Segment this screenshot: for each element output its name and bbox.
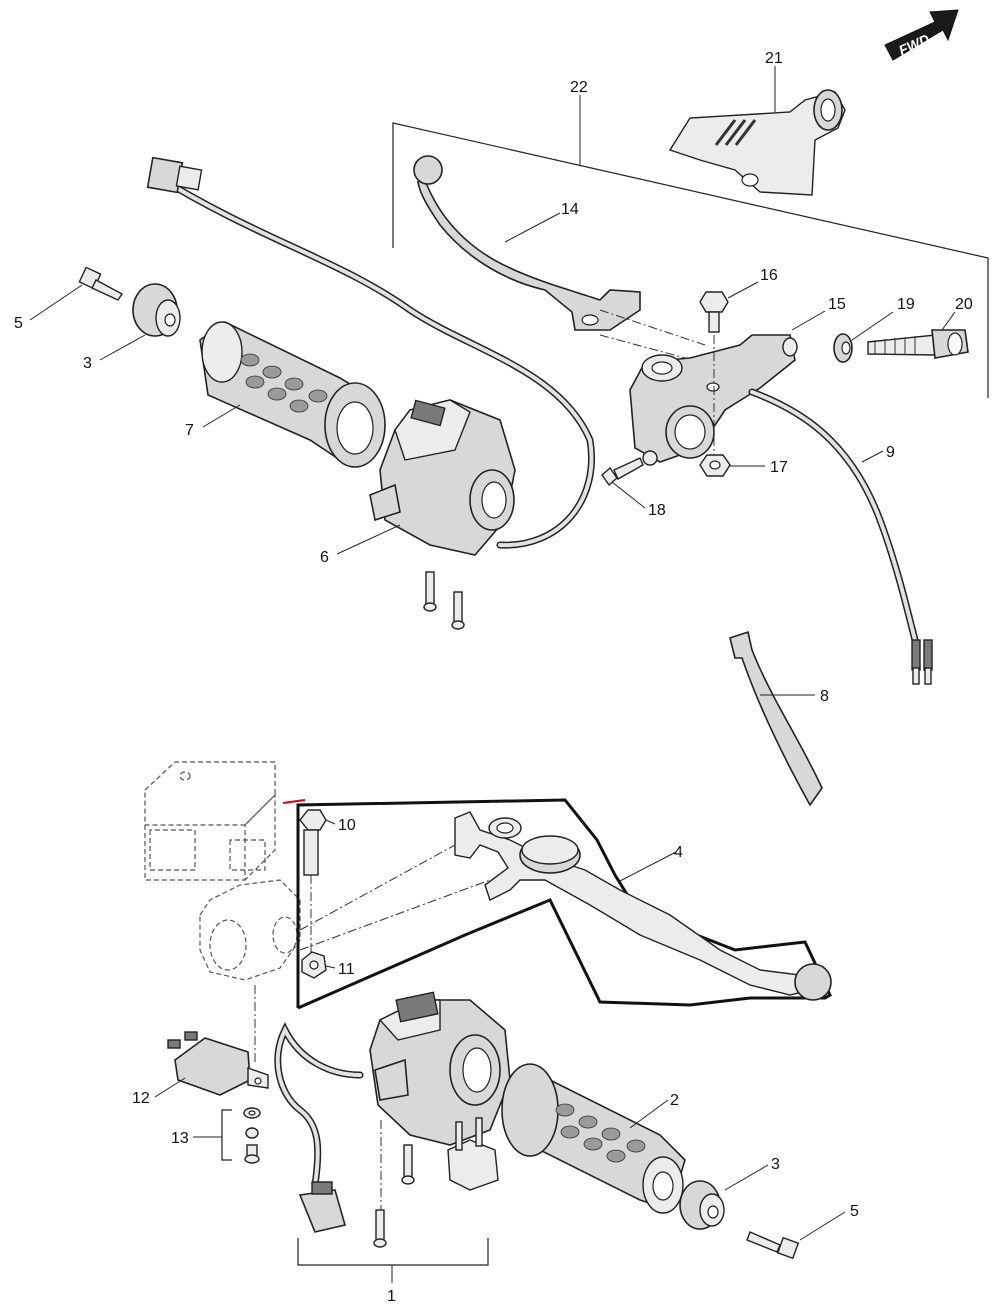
- callout-5-bottom: 5: [850, 1203, 859, 1220]
- callout-13: 13: [171, 1130, 189, 1147]
- part-21-lever-boot: [668, 66, 846, 196]
- callout-10: 10: [338, 817, 356, 834]
- callout-16: 16: [760, 267, 778, 284]
- callout-5-top: 5: [14, 315, 23, 332]
- part-19-lock-nut: [833, 311, 894, 363]
- callout-20: 20: [955, 296, 973, 313]
- part-3-bar-end-weight-top: [99, 283, 181, 361]
- part-15-lever-holder: [629, 310, 826, 466]
- part-5-bar-end-screw-bottom: [746, 1211, 846, 1260]
- part-8-cable-band: [729, 630, 823, 807]
- callout-7: 7: [185, 422, 194, 439]
- callout-6: 6: [320, 549, 329, 566]
- callout-2: 2: [670, 1092, 679, 1109]
- fwd-arrow-badge: FWD: [884, 9, 959, 61]
- callout-22: 22: [570, 79, 588, 96]
- part-2-throttle-grip: [501, 1063, 686, 1214]
- part-6-left-handlebar-switch: [146, 156, 595, 630]
- part-16-bolt: [699, 281, 759, 455]
- part-18-screw: [601, 457, 646, 509]
- callout-11: 11: [338, 961, 355, 978]
- master-cylinder-reference-dashed: [144, 761, 301, 981]
- callout-15: 15: [828, 296, 846, 313]
- callout-17: 17: [770, 459, 788, 476]
- part-10-pivot-bolt: [299, 809, 336, 960]
- part-7-handlebar-grip: [199, 321, 386, 468]
- part-12-brake-light-switch: [154, 985, 269, 1098]
- part-3-bar-end-weight-bottom: [679, 1164, 769, 1230]
- part-1-right-handlebar-switch: [274, 991, 511, 1283]
- callout-18: 18: [648, 502, 666, 519]
- callout-3-bottom: 3: [771, 1156, 780, 1173]
- callout-21: 21: [765, 50, 783, 67]
- red-marker: [282, 799, 306, 804]
- part-9-clutch-switch-cable: [748, 388, 933, 685]
- part-13-switch-mounting-hardware: [193, 1107, 261, 1164]
- callout-1: 1: [387, 1288, 396, 1305]
- part-17-nut: [699, 454, 765, 477]
- callout-3-top: 3: [83, 355, 92, 372]
- part-11-pivot-nut: [301, 951, 336, 979]
- part-14-lever: [413, 155, 706, 363]
- callout-4: 4: [674, 844, 683, 861]
- callout-12: 12: [132, 1090, 150, 1107]
- callout-9: 9: [886, 444, 895, 461]
- callout-19: 19: [897, 296, 915, 313]
- part-4-front-brake-lever: [296, 798, 832, 1010]
- part-5-bar-end-screw-top: [29, 266, 124, 321]
- callout-8: 8: [820, 688, 829, 705]
- fwd-label: FWD: [896, 31, 932, 59]
- callout-14: 14: [561, 201, 579, 218]
- part-20-adjuster-bolt: [867, 311, 969, 359]
- callout-labels: 21 22 14 16 15 19 20 5 3 7 9 17 18 6 8 1…: [14, 50, 973, 1305]
- assembly-22-frame: [392, 95, 989, 398]
